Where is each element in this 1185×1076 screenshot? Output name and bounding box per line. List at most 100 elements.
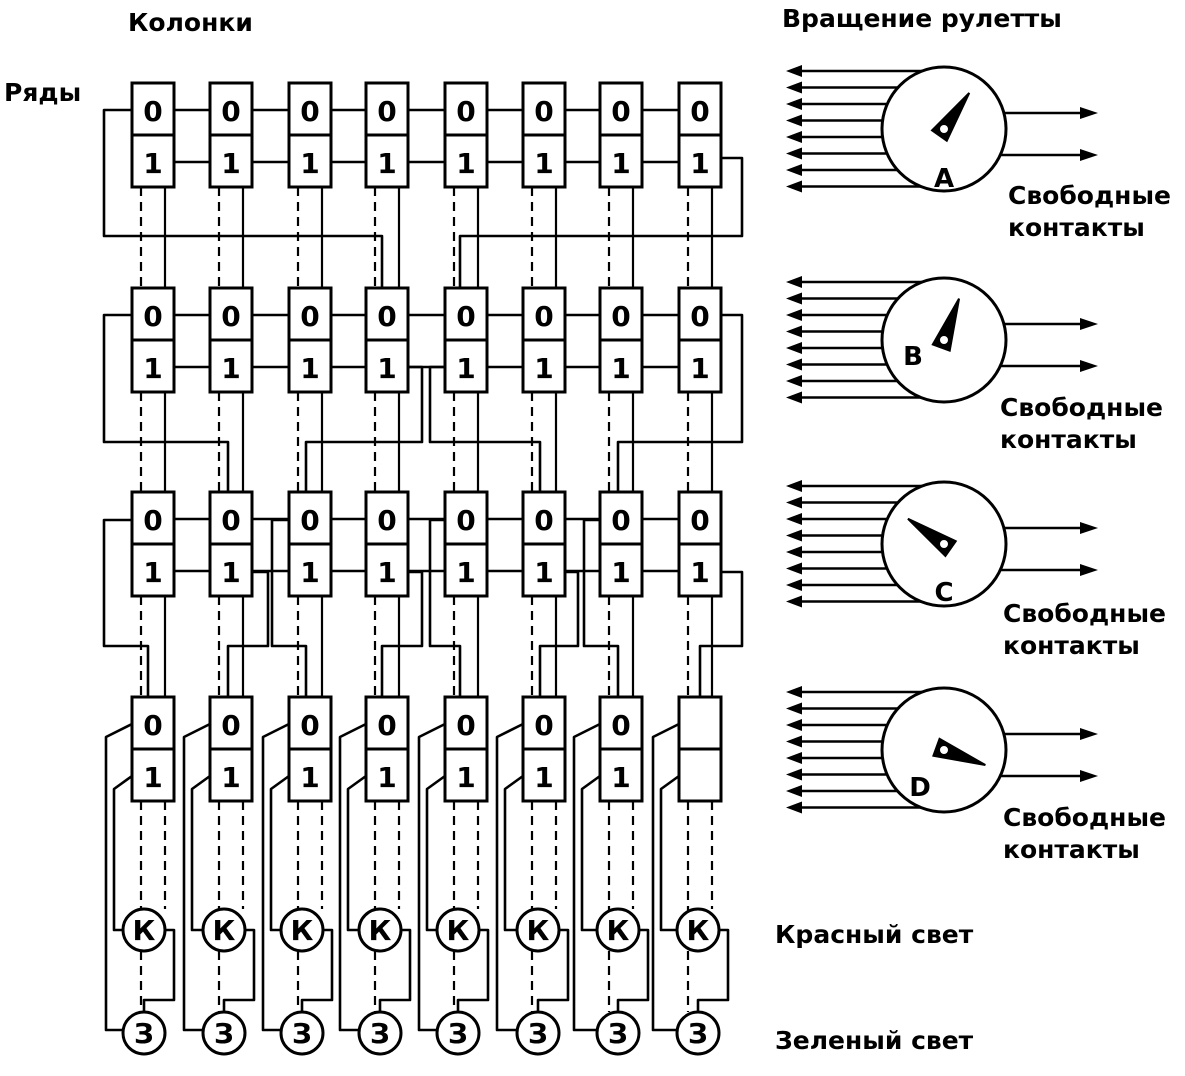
arrow-head — [786, 342, 802, 354]
relay-cell: 01 — [130, 286, 176, 394]
free-contacts-word-2: контакты — [1000, 425, 1137, 454]
arrow-head — [786, 375, 802, 387]
arrow-head — [786, 546, 802, 558]
arrow-head — [786, 752, 802, 764]
relay-cell: 01 — [443, 286, 489, 394]
wire — [102, 108, 384, 288]
roulette-c: C — [786, 480, 1098, 608]
cell-digit-0: 0 — [611, 709, 630, 742]
arrow-head — [1080, 770, 1098, 782]
cell-digit-1: 1 — [611, 352, 630, 385]
wire — [503, 774, 524, 932]
cell-digit-0: 0 — [377, 300, 396, 333]
relay-cell: 01 — [287, 490, 333, 598]
red-lamp-ring — [435, 907, 481, 953]
cell-digit-1: 1 — [221, 556, 240, 589]
wire — [698, 570, 744, 697]
cell-digit-1: 1 — [143, 147, 162, 180]
cell-digit-1: 1 — [377, 556, 396, 589]
cell-digit-1: 1 — [611, 147, 630, 180]
red-lamp-symbol: К — [291, 914, 314, 947]
arrow-head — [786, 801, 802, 814]
cell-digit-1: 1 — [690, 147, 709, 180]
red-lamp: К — [675, 907, 721, 953]
wire — [102, 313, 230, 492]
arrow-head — [786, 164, 802, 176]
cell-digit-0: 0 — [611, 95, 630, 128]
roulette-b: B — [786, 276, 1098, 404]
arrow-head — [786, 114, 802, 127]
wire — [222, 928, 256, 1012]
roulette-d: D — [786, 686, 1098, 814]
relay-cell: 01 — [521, 490, 567, 598]
cell-digit-1: 1 — [143, 556, 162, 589]
red-lamp-ring — [515, 907, 561, 953]
cell-digit-0: 0 — [143, 709, 162, 742]
wire — [536, 928, 570, 1012]
green-lamp: З — [435, 1010, 481, 1056]
wire — [304, 365, 424, 492]
green-lamp-symbol: З — [292, 1017, 312, 1050]
wire — [580, 774, 601, 932]
cell-digit-1: 1 — [221, 352, 240, 385]
wire — [572, 722, 601, 1032]
cell-digit-1: 1 — [690, 352, 709, 385]
green-lamp: З — [201, 1010, 247, 1056]
relay-cell: 01 — [364, 286, 410, 394]
free-contacts-word-1: Свободные — [1003, 599, 1167, 628]
cell-digit-1: 1 — [611, 556, 630, 589]
green-lamp-ring — [279, 1010, 325, 1056]
cell-digit-0: 0 — [221, 504, 240, 537]
cell-digit-0: 0 — [377, 95, 396, 128]
roulette-letter: B — [903, 342, 923, 372]
relay-cell — [677, 695, 723, 803]
wire — [696, 928, 730, 1012]
arrow-head — [786, 391, 802, 404]
red-lamp: К — [121, 907, 167, 953]
green-lamp-symbol: З — [134, 1017, 154, 1050]
cell-digit-1: 1 — [456, 352, 475, 385]
wire — [190, 774, 211, 932]
cell-digit-1: 1 — [456, 761, 475, 794]
cell-digit-1: 1 — [611, 761, 630, 794]
columns-header: Колонки — [128, 8, 253, 37]
arrow-head — [786, 180, 802, 193]
relay-cell: 01 — [443, 695, 489, 803]
arrow-head — [786, 719, 802, 731]
cell-digit-0: 0 — [534, 709, 553, 742]
red-lamp-symbol: К — [687, 914, 710, 947]
wire — [538, 570, 580, 697]
red-lamp-symbol: К — [369, 914, 392, 947]
relay-cell: 01 — [208, 490, 254, 598]
arrow-head — [786, 325, 802, 338]
cell-digit-0: 0 — [534, 95, 553, 128]
cell-digit-0: 0 — [534, 300, 553, 333]
roulette-letter: C — [934, 578, 953, 608]
relay-cell: 01 — [677, 81, 723, 189]
arrow-head — [786, 276, 802, 288]
green-lamp: З — [675, 1010, 721, 1056]
wire — [346, 774, 367, 932]
relay-cell: 01 — [208, 695, 254, 803]
wire — [142, 928, 176, 1012]
cell-digit-1: 1 — [143, 352, 162, 385]
cell-digit-0: 0 — [221, 709, 240, 742]
arrow-head — [1080, 522, 1098, 534]
relay-cell: 01 — [287, 286, 333, 394]
cell-digit-0: 0 — [456, 95, 475, 128]
cell-digit-1: 1 — [300, 352, 319, 385]
arrow-head — [1080, 564, 1098, 576]
cell-digit-0: 0 — [690, 95, 709, 128]
cell-digit-1: 1 — [377, 352, 396, 385]
wire — [428, 518, 462, 697]
wire — [495, 722, 524, 1032]
relay-cell: 01 — [521, 286, 567, 394]
relay-cell: 01 — [598, 81, 644, 189]
cell-digit-0: 0 — [456, 709, 475, 742]
arrow-head — [786, 496, 802, 509]
cell-digit-0: 0 — [690, 300, 709, 333]
arrow-head — [786, 686, 802, 698]
green-lamp: З — [279, 1010, 325, 1056]
relay-cell: 01 — [364, 695, 410, 803]
